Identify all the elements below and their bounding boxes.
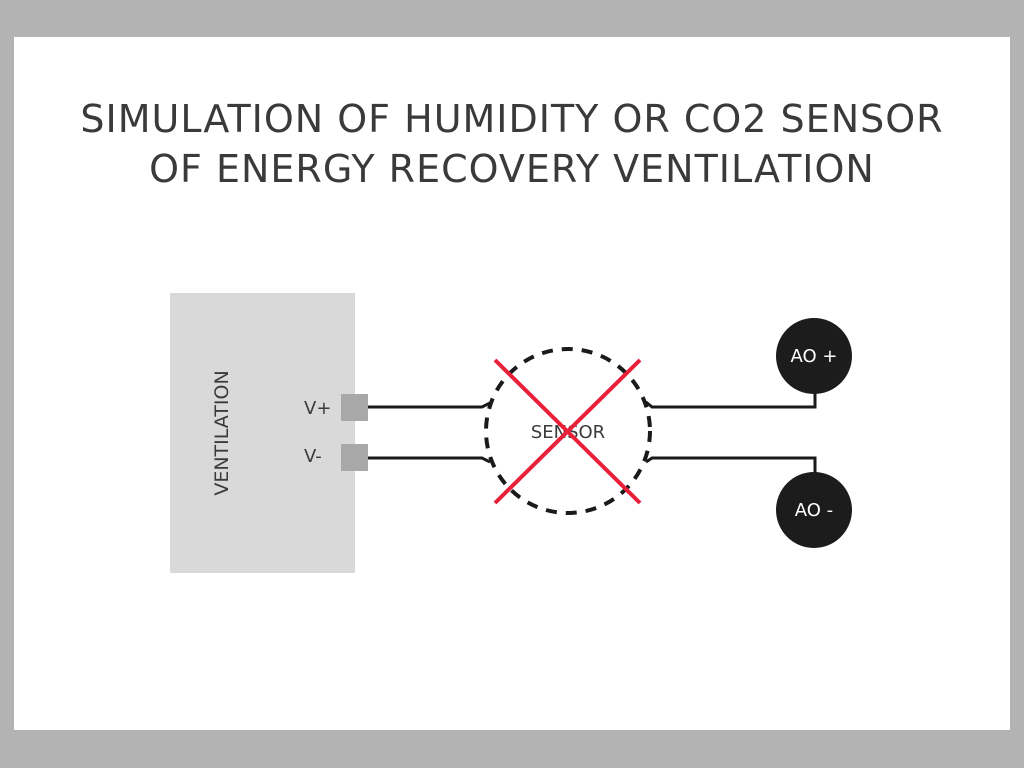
sensor-circle	[484, 347, 652, 515]
ao-plus-circle	[776, 318, 852, 394]
sensor-cross-line-2	[493, 358, 642, 505]
title-line-1: SIMULATION OF HUMIDITY OR CO2 SENSOR	[80, 97, 943, 141]
ao-plus-label: AO +	[791, 346, 838, 367]
ao-minus-circle	[776, 472, 852, 548]
terminal-plus	[341, 394, 368, 421]
ventilation-label: VENTILATION	[211, 370, 233, 495]
terminal-minus	[341, 444, 368, 471]
title-line-2: OF ENERGY RECOVERY VENTILATION	[149, 147, 875, 191]
ventilation-box	[170, 293, 355, 573]
wire-minus-left	[368, 456, 491, 464]
terminal-plus-label: V+	[304, 398, 331, 419]
wire-plus-left	[368, 401, 491, 409]
ao-minus-label: AO -	[795, 500, 833, 521]
terminal-minus-label: V-	[304, 446, 322, 467]
